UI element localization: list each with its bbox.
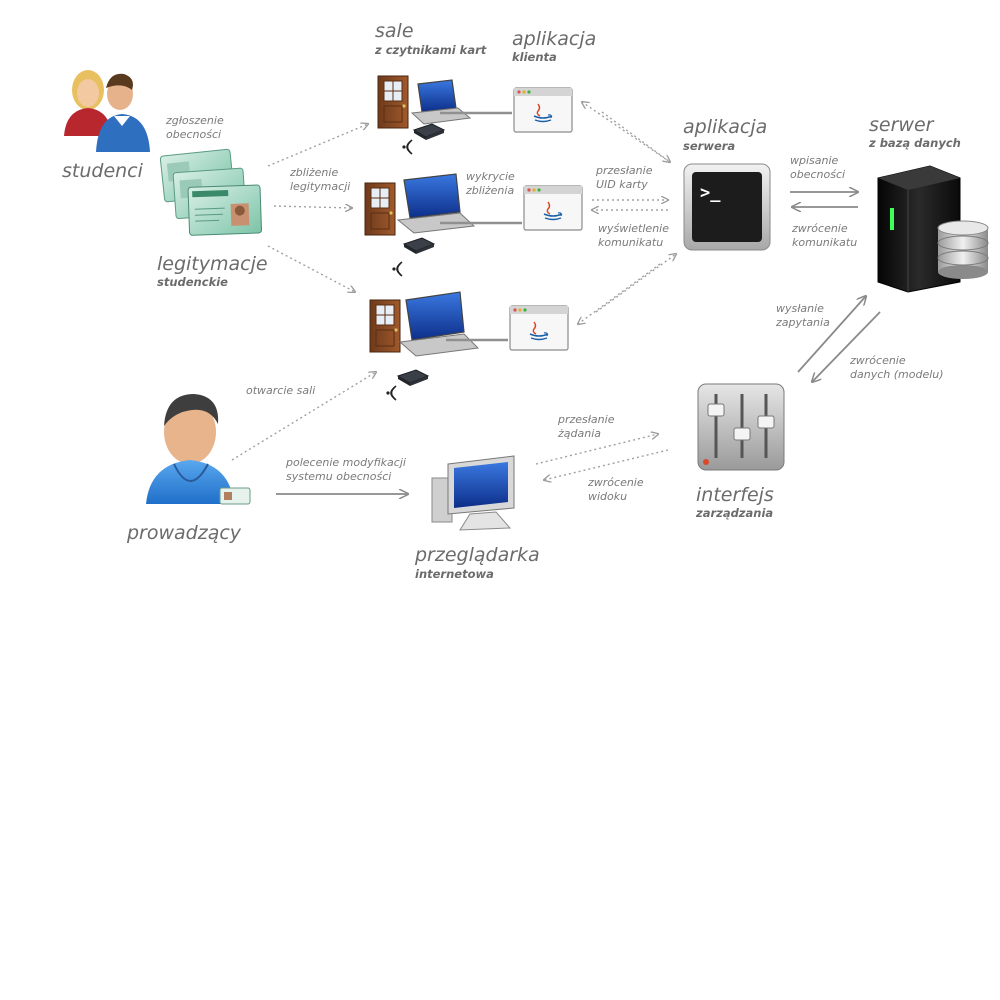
label-wyslanie-1: wysłanie (776, 302, 824, 315)
label-serwer-sub: z bazą danych (869, 136, 961, 150)
label-prowadzacy: prowadzący (127, 522, 242, 544)
label-wyswietlenie-2: komunikatu (598, 236, 664, 249)
label-przeslanie-uid-2: UID karty (596, 178, 648, 191)
door-icon (364, 182, 396, 236)
label-app-klienta-title: aplikacja (512, 28, 597, 50)
label-app-serwera-sub: serwera (683, 139, 736, 153)
label-zblizenie-1: zbliżenie (290, 166, 339, 179)
students-icon (64, 70, 150, 152)
classroom-1 (377, 75, 573, 155)
card-reader-icon (403, 237, 435, 255)
label-legitymacje-title: legitymacje (157, 253, 268, 275)
svg-text:>_: >_ (700, 183, 721, 203)
id-cards-icon (159, 148, 263, 236)
database-icon (937, 220, 989, 279)
label-wykrycie-1: wykrycie (466, 170, 515, 183)
laptop-icon (398, 291, 480, 357)
label-otwarcie: otwarcie sali (246, 384, 316, 397)
label-wyslanie-2: zapytania (776, 316, 830, 329)
teacher-icon (146, 394, 251, 505)
label-zwrocenie-danych-1: zwrócenie (850, 354, 906, 367)
label-przeslanie-zadania-1: przesłanie (558, 413, 615, 426)
java-window-icon (513, 87, 573, 133)
classroom-2 (364, 173, 583, 277)
label-studenci: studenci (62, 160, 143, 182)
label-wyswietlenie-1: wyświetlenie (598, 222, 669, 235)
label-wpisanie-1: wpisanie (790, 154, 839, 167)
classroom-3 (369, 291, 569, 401)
label-wpisanie-2: obecności (790, 168, 846, 181)
label-przegladarka-sub: internetowa (415, 567, 494, 581)
label-zwrocenie-widoku-2: widoku (588, 490, 628, 503)
label-zwrocenie-kom-1: zwrócenie (792, 222, 848, 235)
mixer-icon (697, 383, 785, 471)
label-zgloszenie-1: zgłoszenie (166, 114, 224, 127)
label-przegladarka-title: przeglądarka (415, 544, 540, 566)
java-window-icon (509, 305, 569, 351)
laptop-icon (396, 173, 476, 234)
label-zwrocenie-widoku-1: zwrócenie (588, 476, 644, 489)
wifi-icon (385, 385, 397, 401)
label-app-klienta-sub: klienta (512, 50, 557, 64)
label-sale-title: sale (375, 20, 414, 42)
terminal-icon: >_ (683, 163, 771, 251)
door-icon (369, 299, 401, 353)
monitor-icon (431, 455, 515, 531)
label-polecenie-2: systemu obecności (286, 470, 392, 483)
wifi-icon (391, 261, 403, 277)
label-zblizenie-2: legitymacji (290, 180, 351, 193)
label-wykrycie-2: zbliżenia (466, 184, 515, 197)
label-app-serwera-title: aplikacja (683, 116, 768, 138)
java-window-icon (523, 185, 583, 231)
laptop-icon (410, 79, 472, 125)
card-reader-icon (413, 123, 445, 141)
label-polecenie-1: polecenie modyfikacji (286, 456, 406, 469)
label-legitymacje-sub: studenckie (157, 275, 228, 289)
label-interfejs-title: interfejs (696, 484, 774, 506)
card-reader-icon (397, 369, 429, 387)
door-icon (377, 75, 409, 129)
arrows (231, 102, 881, 494)
label-interfejs-sub: zarządzania (696, 506, 774, 520)
label-zwrocenie-danych-2: danych (modelu) (850, 368, 944, 381)
label-zwrocenie-kom-2: komunikatu (792, 236, 858, 249)
wifi-icon (401, 139, 413, 155)
label-serwer-title: serwer (869, 114, 934, 136)
label-przeslanie-zadania-2: żądania (558, 427, 602, 440)
label-przeslanie-uid-1: przesłanie (596, 164, 653, 177)
label-sale-sub: z czytnikami kart (375, 43, 487, 57)
label-zgloszenie-2: obecności (166, 128, 222, 141)
